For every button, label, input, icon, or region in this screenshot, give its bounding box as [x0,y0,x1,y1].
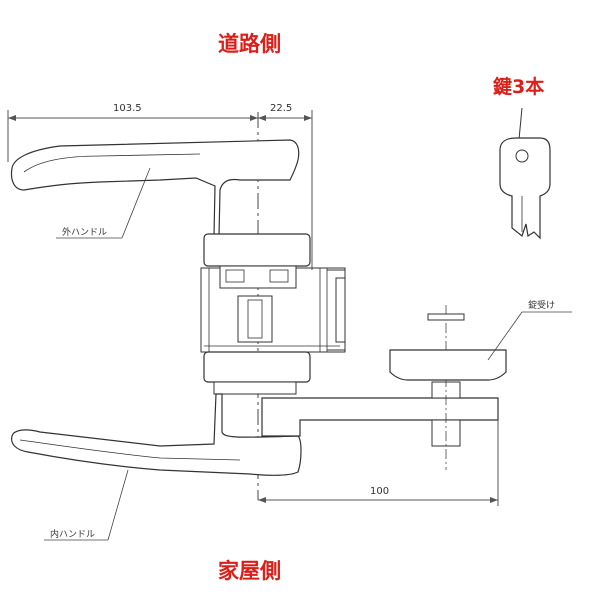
latch-block [225,269,245,283]
neck [213,381,297,395]
strike-arm [261,397,499,437]
outer-handle-inner-line [23,153,201,173]
dim-arrow [250,115,258,121]
key-count-label: 鍵3本 [493,76,545,98]
road-side-label: 道路側 [218,32,281,56]
rose-top [203,233,311,267]
latch-block [269,269,289,283]
dim-lever-length: 103.5 [113,103,142,114]
receiver-callout-line [487,311,523,361]
rose-bottom [203,351,311,383]
inner-handle-label: 内ハンドル [50,528,95,540]
spindle-core [247,299,263,339]
inner-handle-inner-line [19,439,241,461]
dim-arrow [304,115,312,121]
latch-receiver-label: 錠受け [528,299,555,311]
outer-handle-label: 外ハンドル [62,226,107,238]
outer-callout-line [121,167,151,239]
inner-callout-line [107,469,129,541]
dim-arrow [490,497,498,503]
dim-arrow [258,497,266,503]
house-side-label: 家屋側 [218,559,281,583]
dim-arrow [258,115,266,121]
dim-backset: 22.5 [270,103,292,114]
door-plate-edge [327,269,346,351]
inner-handle [11,393,302,476]
dim-bottom-width: 100 [370,486,389,497]
dim-arrow [8,115,16,121]
key-icon [499,107,551,240]
latch-receiver [389,349,507,381]
receiver-cap [427,313,465,321]
outer-handle [10,139,300,237]
